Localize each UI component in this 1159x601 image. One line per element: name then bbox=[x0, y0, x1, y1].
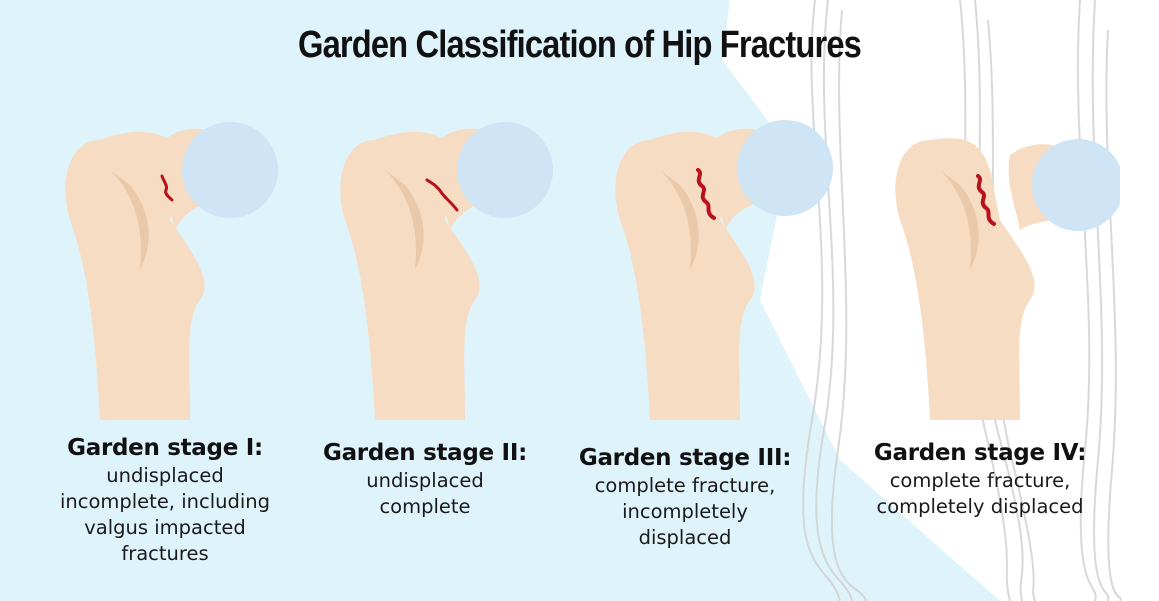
femoral-head bbox=[737, 120, 833, 216]
stage-1-label: Garden stage I: bbox=[20, 433, 310, 463]
stage-2-description: undisplaced complete bbox=[295, 468, 555, 520]
femur-stage-3 bbox=[590, 100, 840, 420]
femoral-head bbox=[1032, 139, 1120, 231]
stage-3-description: complete fracture, incompletely displace… bbox=[555, 473, 815, 551]
stage-4-label: Garden stage IV: bbox=[830, 438, 1130, 468]
page-title: Garden Classification of Hip Fractures bbox=[81, 24, 1078, 67]
stage-4-description: complete fracture, completely displaced bbox=[830, 468, 1130, 520]
femur-stage-4 bbox=[870, 100, 1120, 420]
stage-2-label: Garden stage II: bbox=[295, 438, 555, 468]
stage-1-caption: Garden stage I: undisplaced incomplete, … bbox=[20, 433, 310, 567]
stage-1-description: undisplaced incomplete, including valgus… bbox=[20, 463, 310, 567]
stage-2-caption: Garden stage II: undisplaced complete bbox=[295, 438, 555, 520]
stage-3-caption: Garden stage III: complete fracture, inc… bbox=[555, 443, 815, 551]
femoral-head bbox=[182, 122, 278, 218]
stage-4-caption: Garden stage IV: complete fracture, comp… bbox=[830, 438, 1130, 520]
femoral-head bbox=[457, 122, 553, 218]
stage-3-label: Garden stage III: bbox=[555, 443, 815, 473]
femur-stage-2 bbox=[315, 100, 565, 420]
femur-stage-1 bbox=[40, 100, 290, 420]
